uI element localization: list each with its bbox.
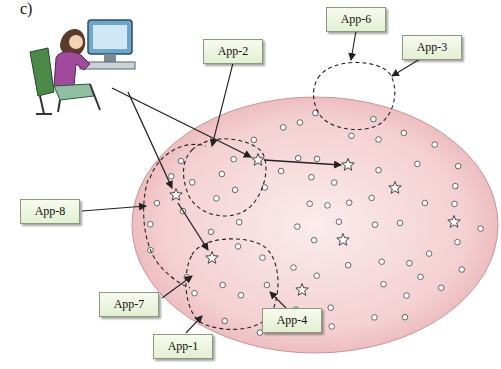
panel-label: c) — [20, 0, 32, 18]
app-label: App-7 — [114, 297, 145, 311]
app-label-box: App-4 — [262, 308, 322, 333]
app-label-box: App-2 — [203, 39, 263, 64]
user-at-computer — [30, 20, 135, 114]
space-ellipse — [132, 97, 498, 353]
app-label-box: App-6 — [326, 7, 386, 32]
points — [148, 110, 484, 335]
dashed-regions — [144, 62, 395, 329]
leader-arrows — [82, 31, 420, 333]
app-label: App-6 — [341, 12, 372, 26]
app-label: App-3 — [417, 40, 448, 54]
app-label: App-2 — [218, 44, 249, 58]
stars — [170, 154, 460, 296]
app-label: App-8 — [35, 204, 66, 218]
app-label: App-1 — [168, 339, 199, 353]
app-label-box: App-3 — [402, 35, 462, 60]
app-label-box: App-1 — [153, 334, 213, 359]
app-label-box: App-7 — [99, 292, 159, 317]
app-label-box: App-8 — [20, 199, 80, 224]
user-arrows — [112, 88, 341, 250]
app-label: App-4 — [277, 313, 308, 327]
